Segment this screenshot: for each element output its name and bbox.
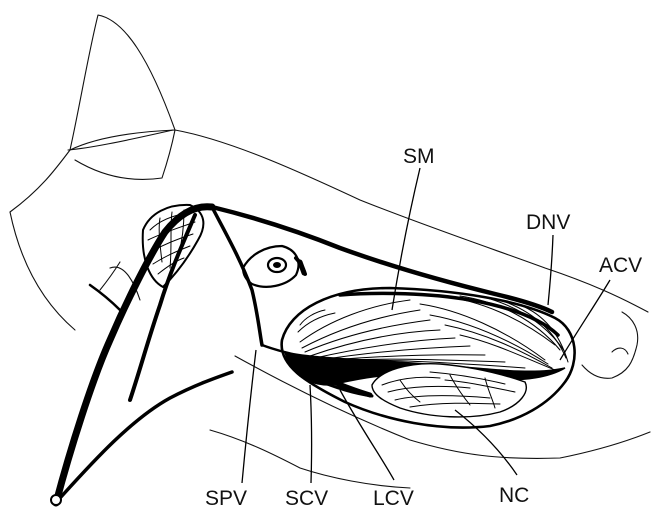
label-sm: SM: [403, 145, 435, 168]
lcv-leader: [340, 390, 394, 480]
head-outline: [10, 15, 650, 488]
label-spv: SPV: [205, 487, 247, 510]
eye-structure: [243, 246, 304, 287]
dnv-vessel: [340, 293, 558, 335]
nc-leader: [455, 410, 517, 475]
label-nc: NC: [499, 484, 529, 507]
label-lcv: LCV: [373, 487, 414, 510]
label-dnv: DNV: [526, 211, 570, 234]
spv-leader: [242, 350, 256, 483]
label-acv: ACV: [599, 254, 642, 277]
label-scv: SCV: [285, 487, 328, 510]
scv-leader: [310, 385, 312, 483]
acv-leader: [560, 280, 610, 360]
